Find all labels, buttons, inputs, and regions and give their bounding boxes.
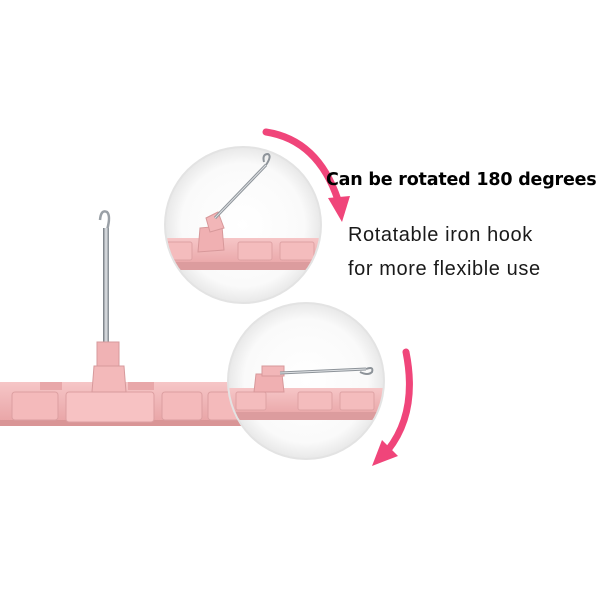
top-detail-circle — [164, 146, 322, 304]
rotation-arrow-bottom — [372, 348, 413, 466]
headline: Can be rotated 180 degrees — [326, 170, 597, 190]
rotation-arrow-top — [262, 128, 350, 222]
description-line-2: for more flexible use — [348, 258, 541, 280]
upright-hook — [91, 210, 127, 393]
description-line-1: Rotatable iron hook — [348, 224, 533, 246]
bottom-detail-circle — [227, 302, 385, 460]
